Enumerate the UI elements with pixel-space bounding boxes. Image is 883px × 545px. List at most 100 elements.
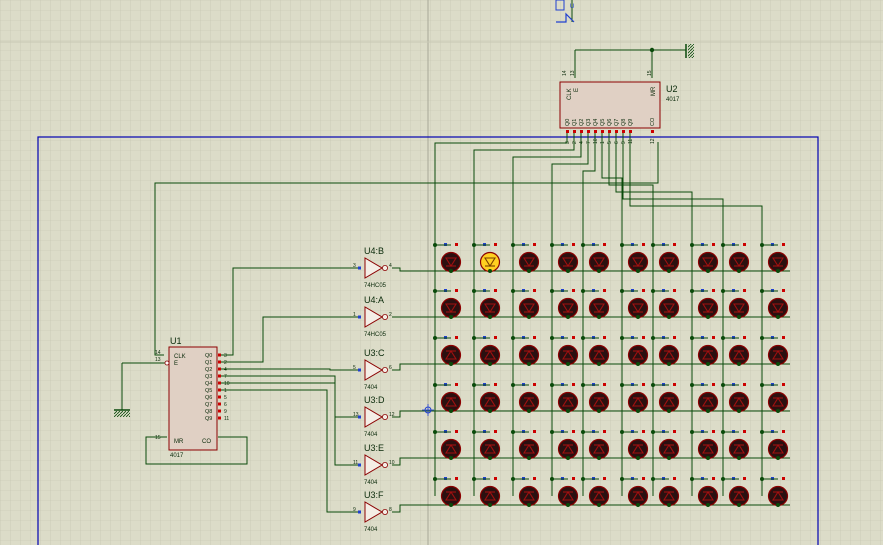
matrix-led[interactable] — [472, 430, 501, 460]
matrix-led[interactable] — [760, 477, 789, 507]
matrix-led[interactable] — [472, 477, 501, 507]
matrix-led[interactable] — [581, 336, 610, 366]
matrix-led[interactable] — [581, 383, 610, 413]
clock-source-arrow-icon — [556, 12, 575, 23]
matrix-led[interactable] — [690, 477, 719, 507]
matrix-led[interactable] — [651, 243, 680, 273]
matrix-led[interactable] — [721, 289, 750, 319]
matrix-led[interactable] — [581, 477, 610, 507]
matrix-led[interactable] — [690, 289, 719, 319]
ic-u2-body — [559, 81, 661, 129]
matrix-led[interactable] — [550, 477, 579, 507]
ic-u2-output-label: Q3 — [586, 119, 592, 126]
matrix-led[interactable] — [511, 289, 540, 319]
inverter-gate-part: 74HC05 — [364, 283, 387, 289]
inverter-gate-part: 74HC05 — [364, 332, 387, 338]
matrix-led[interactable] — [721, 336, 750, 366]
matrix-led[interactable] — [581, 243, 610, 273]
matrix-led[interactable] — [620, 289, 649, 319]
ic-u2-ref: U2 — [666, 84, 678, 94]
probe-marker-icon[interactable] — [422, 404, 434, 416]
ic-u1-output-pin: 9 — [224, 409, 227, 415]
inverter-gate-pin-out: 12 — [389, 412, 395, 418]
matrix-led[interactable] — [433, 336, 462, 366]
matrix-led[interactable] — [472, 289, 501, 319]
matrix-led[interactable] — [651, 336, 680, 366]
ic-u1-pin-stub — [218, 409, 221, 413]
ic-u2-e-label: E — [574, 88, 580, 92]
matrix-led[interactable] — [550, 289, 579, 319]
matrix-led[interactable] — [721, 477, 750, 507]
matrix-led[interactable] — [472, 383, 501, 413]
ic-u2-pin-stub — [608, 130, 611, 133]
matrix-led[interactable] — [721, 430, 750, 460]
matrix-led[interactable] — [620, 477, 649, 507]
matrix-led[interactable] — [651, 383, 680, 413]
matrix-led[interactable] — [760, 336, 789, 366]
matrix-led[interactable] — [581, 430, 610, 460]
inverter-gate-part: 7404 — [364, 527, 378, 533]
inverter-gate-pin-in: 5 — [353, 365, 356, 371]
matrix-led[interactable] — [620, 430, 649, 460]
ic-u1-pin-stub — [218, 402, 221, 406]
matrix-led[interactable] — [511, 383, 540, 413]
matrix-led[interactable] — [511, 477, 540, 507]
matrix-led[interactable] — [511, 336, 540, 366]
matrix-led[interactable] — [433, 477, 462, 507]
ic-u1-output-pin: 10 — [224, 381, 230, 387]
matrix-led[interactable] — [433, 383, 462, 413]
ic-u1-output-label: Q2 — [205, 367, 212, 373]
matrix-led[interactable] — [760, 383, 789, 413]
ic-u2-part: 4017 — [666, 97, 680, 103]
inverter-gate-ref: U3:F — [364, 490, 384, 500]
matrix-led[interactable] — [472, 243, 501, 273]
matrix-led[interactable] — [690, 243, 719, 273]
matrix-led[interactable] — [620, 336, 649, 366]
clock-source[interactable]: U — [555, 0, 575, 23]
matrix-led[interactable] — [651, 477, 680, 507]
ic-u2-output-label: Q2 — [579, 119, 585, 126]
matrix-led[interactable] — [511, 243, 540, 273]
matrix-led[interactable] — [620, 243, 649, 273]
ic-u1-clk-pin: 14 — [155, 350, 161, 356]
ic-u2-output-pin: 5 — [607, 141, 613, 144]
ic-u2-output-label: Q8 — [621, 119, 627, 126]
matrix-led[interactable] — [690, 336, 719, 366]
matrix-led[interactable] — [721, 383, 750, 413]
matrix-led[interactable] — [433, 430, 462, 460]
ic-u1-pin-stub — [218, 395, 221, 399]
ic-u2-output-pin: 9 — [621, 141, 627, 144]
matrix-led[interactable] — [550, 430, 579, 460]
matrix-led[interactable] — [690, 430, 719, 460]
ic-u1-output-label: Q9 — [205, 416, 212, 422]
matrix-led[interactable] — [620, 383, 649, 413]
ic-u2[interactable]: U2 4017 CLK E MR 14 13 15 Q03Q12Q24Q37Q4… — [559, 70, 680, 144]
matrix-led[interactable] — [511, 430, 540, 460]
matrix-led[interactable] — [433, 289, 462, 319]
inverter-gate-ref: U4:B — [364, 246, 384, 256]
matrix-led[interactable] — [550, 336, 579, 366]
matrix-led[interactable] — [651, 430, 680, 460]
ic-u2-e-pin: 13 — [570, 70, 576, 76]
matrix-led[interactable] — [721, 243, 750, 273]
matrix-led[interactable] — [760, 289, 789, 319]
ic-u1-part: 4017 — [170, 453, 184, 459]
matrix-led[interactable] — [550, 243, 579, 273]
matrix-led[interactable] — [760, 243, 789, 273]
ic-u2-pin-stub — [587, 130, 590, 133]
matrix-led[interactable] — [550, 383, 579, 413]
matrix-led[interactable] — [433, 243, 462, 273]
matrix-led[interactable] — [581, 289, 610, 319]
matrix-led[interactable] — [472, 336, 501, 366]
matrix-led[interactable] — [651, 289, 680, 319]
matrix-led[interactable] — [690, 383, 719, 413]
matrix-led[interactable] — [760, 430, 789, 460]
